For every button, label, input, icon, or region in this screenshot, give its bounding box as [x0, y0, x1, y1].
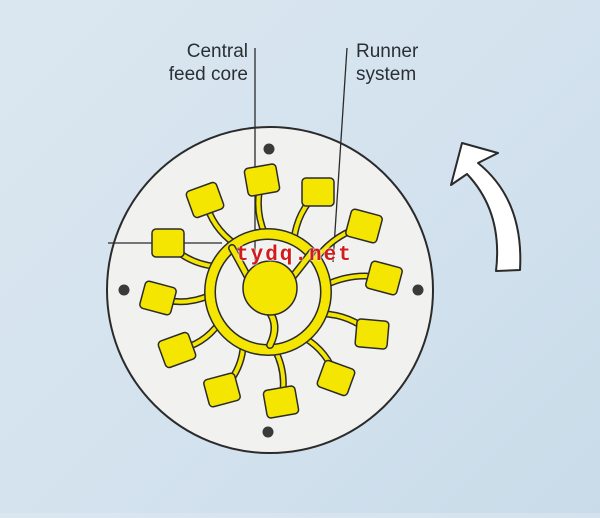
runner-system-label-line: Runner [356, 41, 419, 62]
mold-cavity [203, 372, 241, 408]
central-feed-core [242, 260, 298, 316]
mold-cavity [157, 331, 197, 369]
mold-cavity [301, 177, 335, 207]
runner-ring-fill [205, 229, 331, 355]
mold-cavity [243, 163, 281, 197]
locating-pin [262, 426, 274, 438]
mold-cavity [185, 181, 225, 219]
central-feed-core-label-line: feed core [168, 64, 248, 85]
watermark: tydq.net [236, 244, 353, 267]
runner-system-label-line: system [356, 64, 417, 85]
mold-cavity [316, 359, 356, 397]
mold-cavity [345, 208, 383, 244]
locating-pin [412, 284, 424, 296]
mold-cavity [354, 318, 390, 350]
mold-cavity [365, 260, 403, 296]
mold-cavity [139, 280, 177, 316]
runner-system-leader [332, 47, 348, 263]
locating-pin [118, 284, 130, 296]
locating-pin [263, 143, 275, 155]
curved-arrow-icon [450, 142, 522, 272]
runner-system-label: Runner system [356, 40, 418, 86]
cavities [139, 163, 403, 419]
central-feed-core-label: Central feed core [160, 40, 248, 86]
mold-cavity [151, 228, 185, 258]
central-feed-core-label-line: Central [186, 41, 248, 62]
mold-cavity [262, 385, 300, 419]
